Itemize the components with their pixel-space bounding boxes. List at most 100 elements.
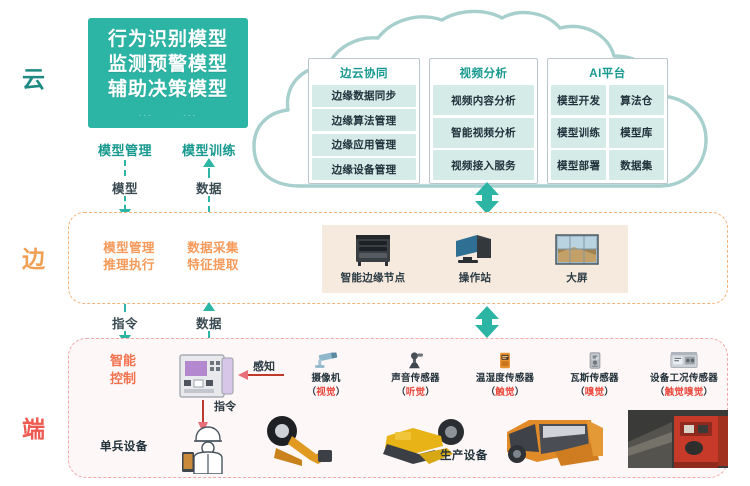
model-hero-box: 行为识别模型 监测预警模型 辅助决策模型 ... ...: [88, 18, 248, 128]
edge-function-line: 数据采集: [187, 241, 239, 255]
sense-arrow-icon: [238, 370, 284, 380]
panel-row-item[interactable]: 视频接入服务: [433, 150, 535, 180]
edge-function-data-collection: 数据采集 特征提取: [176, 240, 250, 274]
layer-label-edge: 边: [22, 246, 46, 272]
edge-device-intelligent-node[interactable]: 智能边缘节点: [325, 233, 421, 285]
server-rack-icon: [356, 235, 390, 266]
shearer-icon: [383, 419, 465, 464]
mine-locomotive-icon: [627, 410, 728, 468]
production-equipment-label: 生产设备: [440, 450, 488, 462]
conveyor-icon: [506, 420, 603, 466]
sensor-sense: （触觉嗅觉）: [654, 387, 714, 398]
panel-row-item[interactable]: 智能视频分析: [433, 117, 535, 148]
panel-video-analysis[interactable]: 视频分析 视频内容分析 智能视频分析 视频接入服务: [429, 58, 539, 184]
dash-line-left-upper: [124, 160, 126, 176]
layer-label-cloud: 云: [22, 66, 46, 92]
sensor-name: 瓦斯传感器: [570, 373, 619, 384]
hero-dots-1: ...: [138, 108, 153, 119]
panel-rows: 视频内容分析 智能视频分析 视频接入服务: [433, 85, 535, 180]
panel-row-item[interactable]: 边缘算法管理: [312, 109, 417, 132]
production-equipment-roadheader[interactable]: [258, 414, 350, 470]
video-wall-icon: [555, 234, 599, 265]
sensor-sense: （嗅觉）: [575, 387, 614, 398]
panel-title: AI平台: [589, 68, 626, 80]
edge-device-label: 智能边缘节点: [340, 272, 406, 284]
panel-row-item[interactable]: 算法仓: [608, 85, 664, 115]
panel-edge-cloud-collaboration[interactable]: 边云协同 边缘数据同步 边缘算法管理 边缘应用管理 边缘设备管理: [308, 58, 421, 184]
dash-line-left-lower: [124, 196, 126, 210]
sensor-name: 设备工况传感器: [650, 373, 718, 384]
temperature-humidity-sensor-icon: [500, 352, 510, 369]
production-equipment-locomotive[interactable]: [627, 408, 728, 470]
link-cloud-edge-left-mid: 模型: [111, 182, 138, 196]
link-cloud-edge-right-title: 模型训练: [181, 143, 236, 158]
edge-function-model-management: 模型管理 推理执行: [92, 240, 166, 274]
dash-line-data-lower: [208, 331, 210, 339]
hero-dots: ... ...: [139, 108, 198, 119]
hero-dots-2: ...: [183, 108, 198, 119]
layer-label-terminal: 端: [22, 416, 46, 442]
edge-function-line: 推理执行: [103, 258, 155, 272]
panel-ai-platform[interactable]: AI平台 模型开发 算法仓 模型训练 模型库 模型部署 数据集: [547, 58, 668, 184]
panel-row-item[interactable]: 视频内容分析: [433, 85, 535, 115]
panel-row-item[interactable]: 模型部署: [551, 150, 607, 180]
gas-sensor-icon: [589, 352, 600, 369]
workstation-icon: [456, 235, 491, 263]
panel-title: 边云协同: [340, 68, 388, 80]
panel-row-item[interactable]: 边缘应用管理: [312, 133, 417, 156]
edge-function-line: 模型管理: [103, 241, 155, 255]
sensor-sense: （听觉）: [396, 387, 435, 398]
dash-line-right-upper: [208, 168, 210, 178]
sensor-name: 摄像机: [311, 373, 341, 384]
hero-line-3: 辅助决策模型: [107, 79, 228, 100]
hero-line-1: 行为识别模型: [107, 29, 228, 50]
field-worker-icon: [182, 426, 223, 474]
sensor-temperature-humidity[interactable]: 温湿度传感器 （触觉）: [461, 352, 549, 398]
sensor-name: 声音传感器: [391, 373, 440, 384]
equipment-condition-sensor-icon: [670, 352, 698, 368]
edge-device-label: 大屏: [566, 272, 588, 284]
edge-device-large-screen[interactable]: 大屏: [529, 233, 625, 285]
link-edge-terminal-left: 指令: [111, 317, 138, 331]
arrow-edge-terminal: [475, 306, 499, 338]
link-edge-terminal-right: 数据: [195, 317, 222, 331]
command-arrow-label: 指令: [214, 401, 236, 413]
sensor-camera[interactable]: 摄像机 （视觉）: [282, 352, 370, 398]
edge-device-group: 智能边缘节点 操作站 大屏: [322, 225, 628, 293]
panel-row-item[interactable]: 模型开发: [551, 85, 607, 115]
sensor-group: 摄像机 （视觉） 声音传感器 （听觉） 温湿度传感器 （触觉）: [282, 352, 728, 398]
panel-row-item[interactable]: 模型训练: [551, 117, 607, 148]
panel-title: 视频分析: [459, 68, 508, 80]
edge-device-workstation[interactable]: 操作站: [427, 233, 523, 285]
dash-line-right-lower: [208, 196, 210, 212]
sensor-gas[interactable]: 瓦斯传感器 （嗅觉）: [551, 352, 639, 398]
single-soldier-equipment-label: 单兵设备: [100, 441, 148, 453]
production-equipment-conveyor[interactable]: [495, 412, 605, 470]
sensor-sense: （触觉）: [485, 387, 525, 398]
arrow-up-data: [203, 158, 215, 167]
panel-row-item[interactable]: 边缘设备管理: [312, 158, 417, 180]
panel-rows: 边缘数据同步 边缘算法管理 边缘应用管理 边缘设备管理: [312, 85, 417, 180]
panel-row-pair: 模型开发 算法仓: [551, 85, 664, 115]
sensor-equipment-condition[interactable]: 设备工况传感器 （触觉嗅觉）: [640, 352, 728, 398]
terminal-control-line: 智能: [109, 353, 136, 368]
production-equipment-group: [258, 404, 728, 470]
panel-row-item[interactable]: 数据集: [608, 150, 664, 180]
dash-line-cmd-upper: [124, 304, 126, 312]
sensor-sound[interactable]: 声音传感器 （听觉）: [372, 352, 460, 398]
roadheader-icon: [267, 416, 332, 466]
arrow-up-terminal-data: [203, 302, 215, 311]
panel-row-pair: 模型部署 数据集: [551, 150, 664, 180]
panel-row-pair: 模型训练 模型库: [551, 117, 664, 148]
panel-row-item[interactable]: 边缘数据同步: [312, 85, 417, 107]
panel-rows: 模型开发 算法仓 模型训练 模型库 模型部署 数据集: [551, 85, 664, 180]
camera-icon: [315, 352, 338, 368]
edge-device-label: 操作站: [458, 272, 492, 284]
production-equipment-shearer[interactable]: [373, 414, 471, 470]
edge-controller-icon: [179, 354, 234, 398]
terminal-control-line: 控制: [109, 371, 136, 386]
sensor-name: 温湿度传感器: [475, 373, 535, 384]
panel-row-item[interactable]: 模型库: [608, 117, 664, 148]
hero-line-2: 监测预警模型: [107, 54, 228, 75]
